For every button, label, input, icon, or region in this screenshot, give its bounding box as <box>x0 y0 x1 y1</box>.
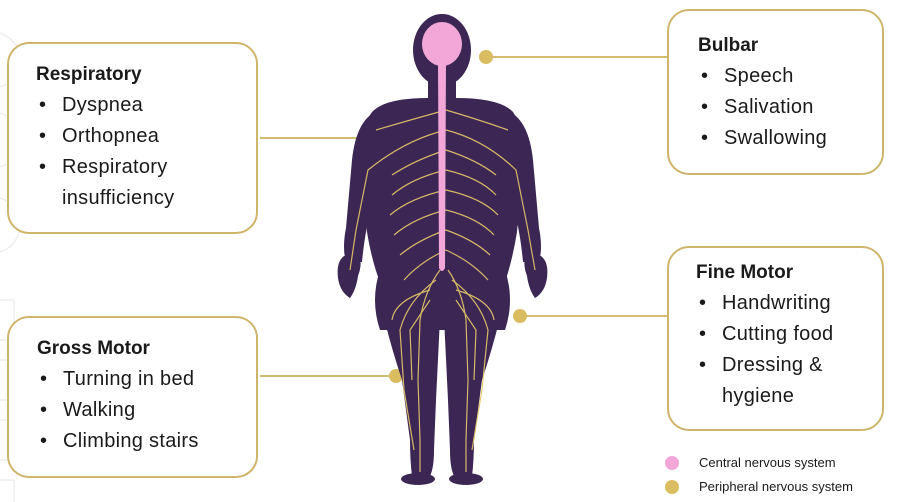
list-item: Turning in bed <box>37 364 256 395</box>
list-item: Cutting food <box>696 319 882 350</box>
legend-peripheral-label: Peripheral nervous system <box>699 479 853 494</box>
list-item: Speech <box>698 61 882 92</box>
gross-motor-box: Gross Motor Turning in bed Walking Climb… <box>7 316 258 478</box>
list-item: Swallowing <box>698 123 882 154</box>
list-item: Respiratory insufficiency <box>36 152 256 214</box>
fine-motor-list: Handwriting Cutting food Dressing & hygie… <box>696 288 882 412</box>
bulbar-title: Bulbar <box>698 35 882 57</box>
list-item: Handwriting <box>696 288 882 319</box>
legend-dot-gold <box>665 480 679 494</box>
respiratory-list: Dyspnea Orthopnea Respiratory insufficien… <box>36 90 256 214</box>
list-item: Salivation <box>698 92 882 123</box>
list-item: Orthopnea <box>36 121 256 152</box>
gross-motor-title: Gross Motor <box>37 338 256 360</box>
respiratory-box: Respiratory Dyspnea Orthopnea Respirator… <box>7 42 258 234</box>
fine-motor-box: Fine Motor Handwriting Cutting food Dres… <box>667 246 884 431</box>
legend-dot-pink <box>665 456 679 470</box>
gross-motor-list: Turning in bed Walking Climbing stairs <box>37 364 256 457</box>
list-item: Dressing & hygiene <box>696 350 882 412</box>
list-item: Dyspnea <box>36 90 256 121</box>
list-item-text: insufficiency <box>62 187 174 209</box>
respiratory-title: Respiratory <box>36 64 256 86</box>
legend-central-label: Central nervous system <box>699 455 836 470</box>
bulbar-list: Speech Salivation Swallowing <box>698 61 882 154</box>
bulbar-box: Bulbar Speech Salivation Swallowing <box>667 9 884 175</box>
list-item-text: Dressing & <box>722 354 823 376</box>
list-item: Climbing stairs <box>37 426 256 457</box>
legend-central: Central nervous system <box>665 455 836 470</box>
list-item-text: hygiene <box>722 385 794 407</box>
list-item-text: Respiratory <box>62 156 168 178</box>
fine-motor-title: Fine Motor <box>696 262 882 284</box>
list-item: Walking <box>37 395 256 426</box>
legend-peripheral: Peripheral nervous system <box>665 479 853 494</box>
